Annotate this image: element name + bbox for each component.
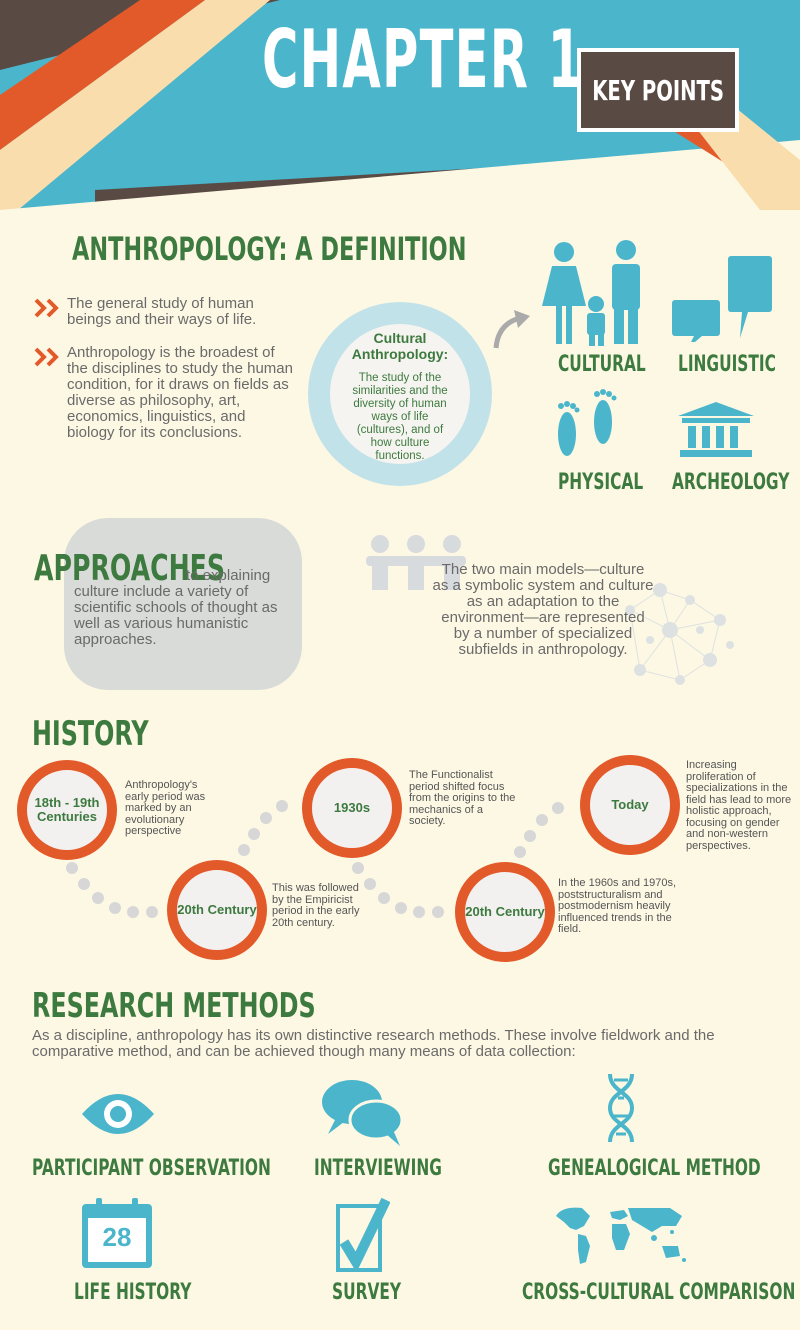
timeline-text-4: In the 1960s and 1970s, poststructuralis…	[558, 877, 677, 935]
approaches-text-span: to explaining culture include a variety …	[74, 567, 278, 648]
approaches-box	[64, 518, 302, 690]
timeline-period-2: 20th Century	[177, 902, 257, 917]
timeline-dots	[66, 800, 564, 918]
timeline-circle-3: 1930s	[302, 758, 402, 858]
timeline-period-1: 18th - 19th Centuries	[34, 795, 100, 824]
people-group-icon	[366, 534, 466, 595]
branch-linguistic: LINGUISTIC	[678, 352, 776, 377]
family-icon	[540, 240, 640, 351]
checkmark-icon	[336, 1197, 391, 1277]
cultural-anthropology-circle: Cultural Anthropology: The study of the …	[308, 302, 492, 486]
header-banner: CHAPTER 1 KEY POINTS	[0, 0, 800, 210]
footprints-icon	[553, 388, 623, 465]
definition-bullet-1: The general study of human beings and th…	[67, 295, 257, 328]
key-points-label: KEY POINTS	[592, 73, 724, 107]
bullet-arrow-icon	[34, 347, 62, 372]
timeline-text-2: This was followed by the Empiricist peri…	[272, 882, 360, 929]
research-heading: RESEARCH METHODS	[32, 986, 316, 1026]
method-participant-observation: PARTICIPANT OBSERVATION	[32, 1156, 271, 1181]
method-genealogical: GENEALOGICAL METHOD	[548, 1156, 761, 1181]
method-interviewing: INTERVIEWING	[314, 1156, 442, 1181]
circle-inner	[330, 324, 470, 464]
timeline-text-3: The Functionalist period shifted focus f…	[409, 769, 516, 827]
timeline-text-5: Increasing proliferation of specializati…	[686, 759, 792, 852]
research-intro: As a discipline, anthropology has its ow…	[32, 1027, 715, 1060]
method-cross-cultural: CROSS-CULTURAL COMPARISON	[522, 1280, 796, 1305]
timeline-circle-5: Today	[580, 755, 680, 855]
branch-archeology: ARCHEOLOGY	[672, 470, 790, 495]
timeline-text-1: Anthropology's early period was marked b…	[125, 779, 206, 837]
bullet-2-text: Anthropology is the broadest of the disc…	[67, 344, 293, 441]
museum-icon	[676, 402, 756, 463]
chat-bubbles-icon	[322, 1078, 404, 1153]
definition-heading: ANTHROPOLOGY: A DEFINITION	[72, 230, 467, 268]
approaches-heading: APPROACHES	[34, 548, 226, 589]
world-map-icon	[552, 1202, 692, 1277]
method-life-history: LIFE HISTORY	[74, 1280, 192, 1305]
timeline-period-4: 20th Century	[465, 904, 545, 919]
eye-icon	[80, 1082, 156, 1151]
circle-title: Cultural Anthropology:	[351, 330, 449, 362]
curved-arrow-icon	[492, 308, 532, 357]
timeline-circle-2: 20th Century	[167, 860, 267, 960]
approaches-text: to explaining culture include a variety …	[74, 568, 298, 648]
calendar-day: 28	[102, 1222, 132, 1252]
branch-cultural: CULTURAL	[558, 352, 646, 377]
bullet-arrow-icon	[34, 298, 62, 323]
method-survey: SURVEY	[332, 1280, 402, 1305]
chapter-title: CHAPTER 1	[262, 13, 584, 106]
key-points-badge: KEY POINTS	[577, 48, 739, 132]
calendar-icon: 28	[80, 1196, 154, 1270]
circle-text: The study of the similarities and the di…	[352, 372, 448, 462]
models-text: The two main models—culture as a symboli…	[432, 561, 654, 658]
history-heading: HISTORY	[32, 714, 149, 754]
speech-bubbles-icon	[670, 256, 774, 348]
definition-bullet-2: Anthropology is the broadest of the disc…	[67, 345, 297, 441]
timeline-circle-4: 20th Century	[455, 862, 555, 962]
timeline-period-5: Today	[611, 797, 649, 812]
timeline-period-3: 1930s	[333, 800, 371, 815]
network-graphic	[610, 570, 740, 705]
timeline-circle-1: 18th - 19th Centuries	[17, 760, 117, 860]
branch-physical: PHYSICAL	[558, 470, 644, 495]
dna-icon	[606, 1072, 636, 1149]
